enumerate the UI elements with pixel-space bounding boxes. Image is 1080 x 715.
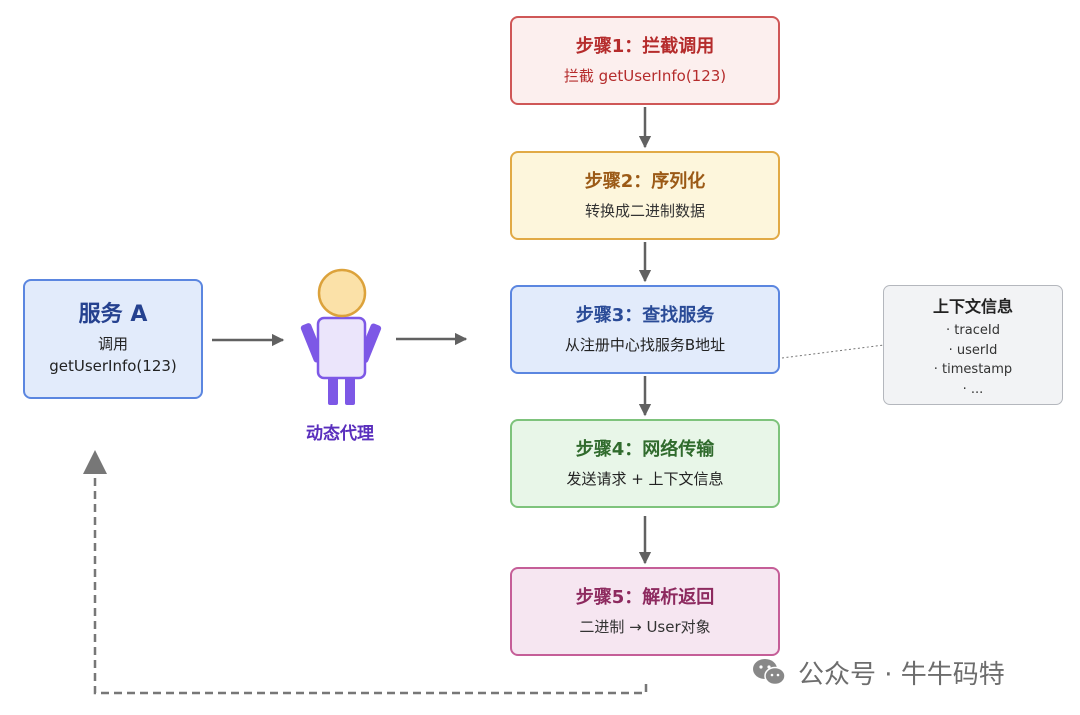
proxy-label: 动态代理	[306, 424, 374, 444]
context-item-user-id: · userId	[948, 342, 998, 358]
service-a-line2: getUserInfo(123)	[49, 357, 177, 375]
step-1-box: 步骤1：拦截调用 拦截 getUserInfo(123)	[510, 16, 780, 105]
step-5-title: 步骤5：解析返回	[575, 586, 715, 608]
robot-head	[317, 268, 367, 318]
step-4-box: 步骤4：网络传输 发送请求 + 上下文信息	[510, 419, 780, 508]
context-item-more: · ...	[962, 381, 984, 397]
step-2-box: 步骤2：序列化 转换成二进制数据	[510, 151, 780, 240]
robot-leg-left	[328, 375, 338, 405]
service-a-title: 服务 A	[78, 302, 148, 327]
return-arrowhead	[83, 450, 107, 474]
step-2-desc: 转换成二进制数据	[584, 201, 705, 220]
context-link-dotted	[781, 344, 885, 359]
step-4-desc: 发送请求 + 上下文信息	[566, 469, 724, 488]
return-path-dashed	[93, 474, 648, 695]
step-5-desc: 二进制 → User对象	[579, 617, 711, 636]
step-3-box: 步骤3：查找服务 从注册中心找服务B地址	[510, 285, 780, 374]
service-a-line1: 调用	[97, 335, 128, 353]
step-1-title: 步骤1：拦截调用	[575, 35, 715, 57]
robot-leg-right	[345, 375, 355, 405]
context-info-box: 上下文信息 · traceId · userId · timestamp · .…	[883, 285, 1063, 405]
step-3-desc: 从注册中心找服务B地址	[564, 335, 726, 354]
service-a-box: 服务 A 调用 getUserInfo(123)	[23, 279, 203, 399]
step-4-title: 步骤4：网络传输	[575, 438, 715, 460]
context-item-timestamp: · timestamp	[933, 362, 1013, 377]
robot-body	[316, 316, 367, 380]
wechat-icon	[753, 659, 786, 686]
context-title: 上下文信息	[932, 297, 1013, 316]
step-1-desc: 拦截 getUserInfo(123)	[563, 66, 727, 85]
step-3-title: 步骤3：查找服务	[575, 304, 715, 326]
context-item-trace-id: · traceId	[946, 323, 1000, 338]
watermark-text: 公众号 · 牛牛码特	[798, 659, 1005, 690]
service-a-desc: 调用 getUserInfo(123)	[49, 333, 177, 377]
step-5-box: 步骤5：解析返回 二进制 → User对象	[510, 567, 780, 656]
watermark: 公众号 · 牛牛码特	[752, 655, 1005, 690]
step-2-title: 步骤2：序列化	[584, 170, 706, 192]
